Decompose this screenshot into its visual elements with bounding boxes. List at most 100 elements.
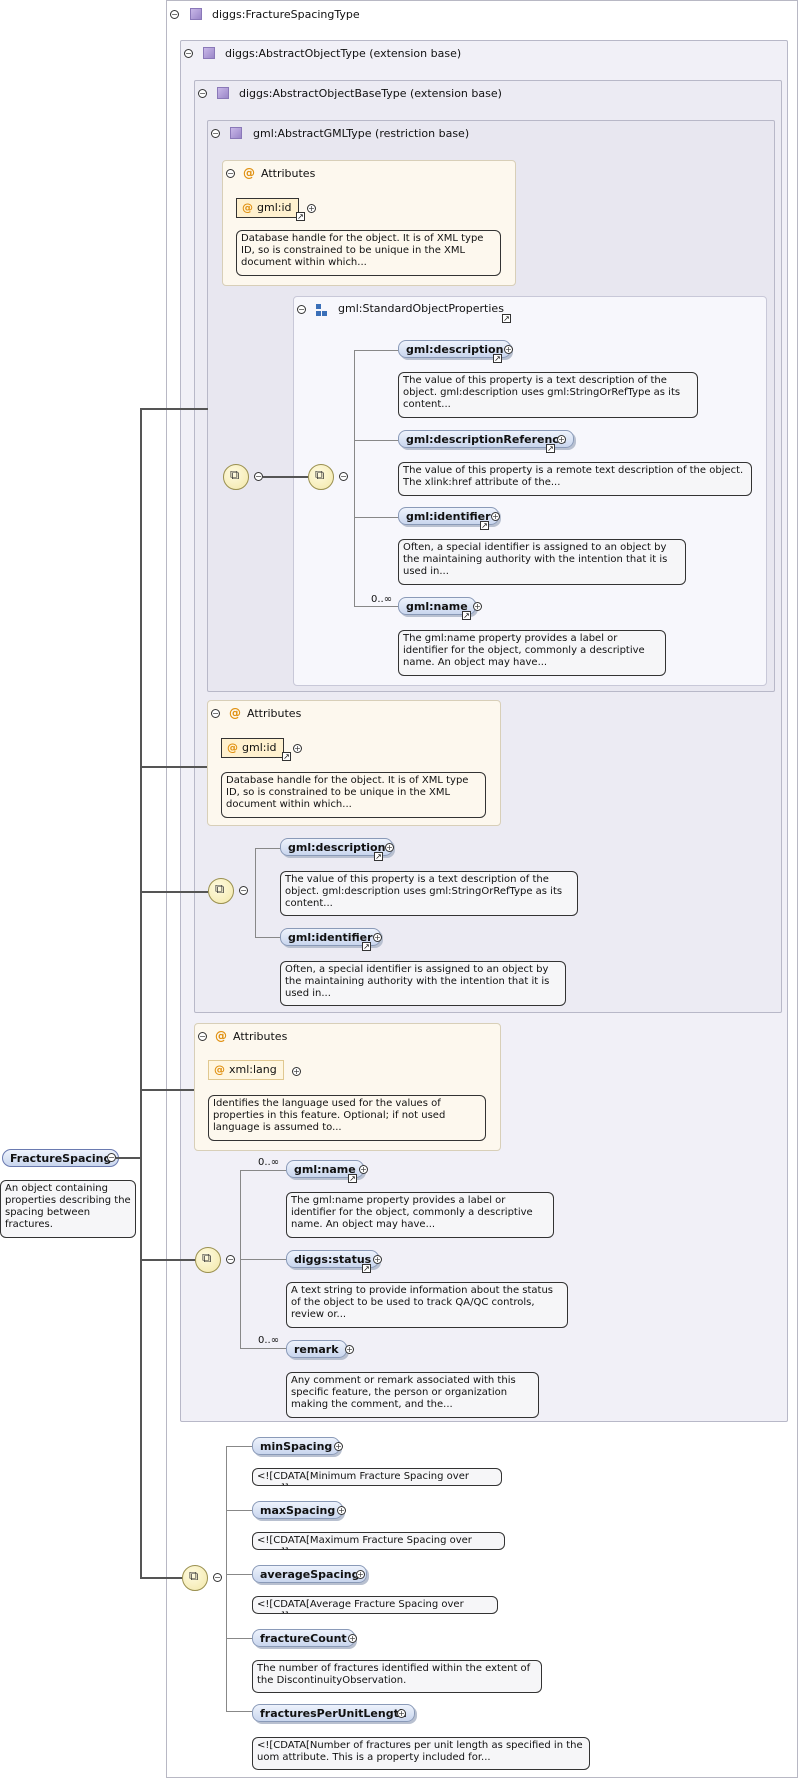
element-gml-name[interactable]: gml:name — [398, 597, 476, 615]
expand-icon[interactable]: + — [491, 512, 500, 521]
connector-line — [354, 350, 398, 351]
ref-icon: ↗ — [296, 212, 305, 221]
attribute-gml-id[interactable]: @gml:id — [236, 198, 299, 218]
expand-icon[interactable]: + — [337, 1506, 346, 1515]
complex-type-icon — [217, 87, 229, 99]
collapse-icon[interactable]: − — [239, 886, 248, 895]
expand-icon[interactable]: + — [473, 602, 482, 611]
expand-icon[interactable]: + — [373, 1255, 382, 1264]
connector-line — [140, 766, 207, 768]
type-title-fracture-spacing: diggs:FractureSpacingType — [212, 8, 360, 21]
collapse-icon[interactable]: − — [339, 472, 348, 481]
ref-icon: ↗ — [282, 752, 291, 761]
expand-icon[interactable]: + — [359, 1165, 368, 1174]
expand-icon[interactable]: + — [345, 1345, 354, 1354]
attributes-label: Attributes — [247, 707, 302, 720]
collapse-icon[interactable]: − — [211, 709, 220, 718]
sequence-icon[interactable] — [182, 1565, 208, 1591]
element-fractures-per-unit-length[interactable]: fracturesPerUnitLength — [252, 1704, 415, 1722]
doc-remark: Any comment or remark associated with th… — [286, 1372, 539, 1418]
element-fracture-count[interactable]: fractureCount — [252, 1629, 355, 1647]
connector-line — [354, 440, 398, 441]
expand-icon[interactable]: + — [293, 744, 302, 753]
sequence-icon[interactable] — [208, 878, 234, 904]
connector-line — [354, 517, 398, 518]
connector-line — [240, 1170, 286, 1171]
doc-average-spacing: <![CDATA[Average Fracture Spacing over z… — [252, 1596, 498, 1614]
doc-fracture-count: The number of fractures identified withi… — [252, 1660, 542, 1693]
collapse-icon[interactable]: − — [226, 1255, 235, 1264]
collapse-icon[interactable]: − — [213, 1573, 222, 1582]
complex-type-icon — [230, 127, 242, 139]
doc-gml-description: The value of this property is a text des… — [280, 871, 578, 916]
collapse-icon[interactable]: − — [198, 89, 207, 98]
element-average-spacing[interactable]: averageSpacing — [252, 1565, 368, 1583]
connector-line — [140, 1577, 182, 1579]
doc-min-spacing: <![CDATA[Minimum Fracture Spacing over z… — [252, 1468, 502, 1486]
connector-line — [226, 1638, 252, 1639]
ref-icon: ↗ — [362, 942, 371, 951]
ref-icon: ↗ — [462, 611, 471, 620]
collapse-icon[interactable]: − — [107, 1153, 116, 1162]
element-min-spacing[interactable]: minSpacing — [252, 1437, 341, 1455]
element-gml-description[interactable]: gml:description — [280, 838, 394, 856]
element-gml-name[interactable]: gml:name — [286, 1160, 364, 1178]
connector-line — [226, 1574, 252, 1575]
connector-line — [255, 848, 280, 849]
collapse-icon[interactable]: − — [170, 10, 179, 19]
main-spine-line — [140, 408, 142, 1578]
type-title-abstract-gml: gml:AbstractGMLType (restriction base) — [253, 127, 470, 140]
collapse-icon[interactable]: − — [297, 305, 306, 314]
connector-line — [140, 1259, 195, 1261]
collapse-icon[interactable]: − — [184, 49, 193, 58]
collapse-icon[interactable]: − — [211, 129, 220, 138]
connector-line — [240, 1348, 286, 1349]
sequence-icon[interactable] — [195, 1247, 221, 1273]
connector-line — [255, 937, 280, 938]
type-title-abstract-object-base: diggs:AbstractObjectBaseType (extension … — [239, 87, 502, 100]
sequence-icon[interactable] — [223, 464, 249, 490]
ref-icon: ↗ — [546, 444, 555, 453]
group-title: gml:StandardObjectProperties — [338, 302, 504, 315]
complex-type-icon — [190, 8, 202, 20]
attribute-gml-id[interactable]: @gml:id — [221, 738, 284, 758]
element-remark[interactable]: remark — [286, 1340, 347, 1358]
attribute-xml-lang[interactable]: @xml:lang — [208, 1060, 284, 1080]
element-diggs-status[interactable]: diggs:status — [286, 1250, 380, 1268]
expand-icon[interactable]: + — [557, 435, 566, 444]
element-gml-description-reference[interactable]: gml:descriptionReference — [398, 430, 575, 448]
expand-icon[interactable]: + — [307, 204, 316, 213]
expand-icon[interactable]: + — [348, 1634, 357, 1643]
doc-gml-description-reference: The value of this property is a remote t… — [398, 462, 752, 496]
ref-icon: ↗ — [362, 1264, 371, 1273]
expand-icon[interactable]: + — [504, 345, 513, 354]
element-gml-identifier[interactable]: gml:identifier — [280, 928, 381, 946]
connector-line — [140, 891, 208, 893]
collapse-icon[interactable]: − — [226, 169, 235, 178]
connector-line — [226, 1446, 227, 1711]
doc-gml-identifier: Often, a special identifier is assigned … — [398, 539, 686, 585]
connector-line — [240, 1259, 286, 1260]
ref-icon: ↗ — [348, 1174, 357, 1183]
expand-icon[interactable]: + — [292, 1067, 301, 1076]
connector-line — [116, 1157, 140, 1159]
connector-line — [263, 476, 308, 478]
expand-icon[interactable]: + — [356, 1570, 365, 1579]
expand-icon[interactable]: + — [373, 933, 382, 942]
sequence-icon[interactable] — [308, 464, 334, 490]
expand-icon[interactable]: + — [385, 843, 394, 852]
element-gml-description[interactable]: gml:description — [398, 340, 512, 358]
expand-icon[interactable]: + — [397, 1709, 406, 1718]
element-max-spacing[interactable]: maxSpacing — [252, 1501, 344, 1519]
element-gml-identifier[interactable]: gml:identifier — [398, 507, 499, 525]
root-element-fracture-spacing[interactable]: FractureSpacing — [2, 1149, 120, 1167]
occurrence-label: 0..∞ — [258, 1157, 280, 1168]
attributes-label: Attributes — [233, 1030, 288, 1043]
expand-icon[interactable]: + — [334, 1442, 343, 1451]
group-icon — [316, 304, 328, 316]
doc-xml-lang: Identifies the language used for the val… — [208, 1095, 486, 1141]
connector-line — [226, 1711, 252, 1712]
doc-gml-id: Database handle for the object. It is of… — [221, 772, 486, 818]
collapse-icon[interactable]: − — [254, 472, 263, 481]
collapse-icon[interactable]: − — [198, 1032, 207, 1041]
